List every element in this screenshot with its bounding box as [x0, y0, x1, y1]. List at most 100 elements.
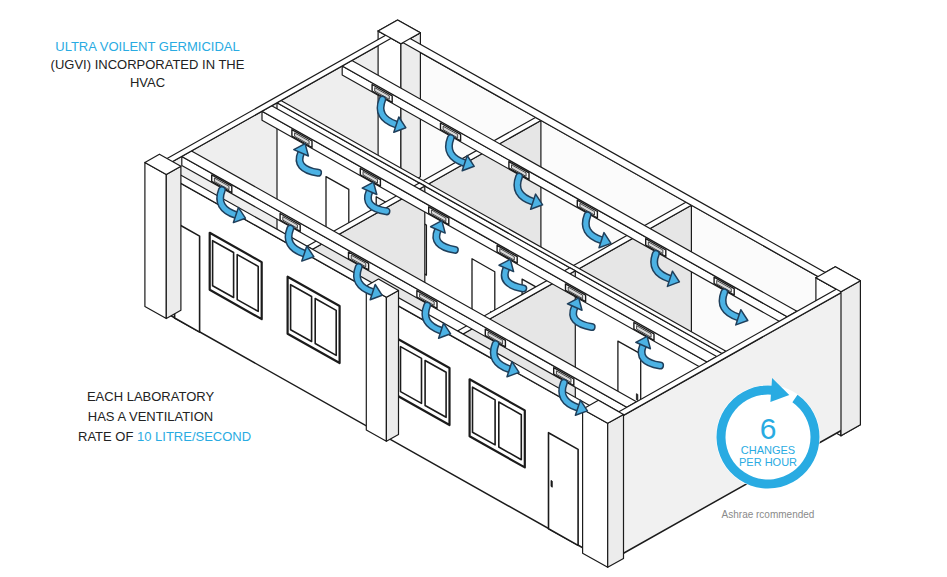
arrow-body — [289, 229, 305, 254]
airflow-arrow — [220, 190, 245, 223]
arrow-head — [575, 400, 587, 415]
airflow-arrow — [431, 221, 455, 250]
airflow-arrow — [494, 344, 519, 377]
corner-column-side — [608, 414, 624, 567]
arrow-head — [736, 310, 748, 325]
arrow-outline — [289, 229, 305, 254]
window-frame — [210, 233, 262, 319]
arrow-head — [567, 298, 582, 310]
arrow-body — [449, 138, 465, 163]
arrow-body — [220, 190, 236, 215]
airflow-arrow — [425, 306, 450, 339]
arrow-body — [517, 177, 533, 202]
vent-slot — [431, 210, 446, 222]
corner-column-face — [583, 409, 608, 567]
window-frame — [398, 339, 450, 425]
arrow-body — [586, 215, 602, 240]
airflow-arrow — [562, 383, 587, 416]
ceiling-beam-top — [182, 151, 637, 407]
arrow-head — [302, 246, 314, 261]
corner-column-top — [816, 267, 861, 292]
air-change-badge: 6CHANGES PER HOUR — [711, 380, 825, 494]
side-wall — [608, 287, 851, 562]
airflow-arrow — [586, 215, 611, 248]
front-wall — [152, 167, 608, 562]
arrow-outline — [517, 177, 533, 202]
airflow-arrow — [636, 336, 660, 365]
corner-column-side — [841, 281, 860, 436]
corner-column-top — [583, 400, 624, 423]
arrow-outline — [723, 292, 739, 317]
air-change-number: 6 — [760, 414, 777, 444]
window-pane — [213, 241, 234, 298]
entrance-door — [549, 433, 579, 546]
arrow-outline — [586, 215, 602, 240]
arrow-head — [362, 182, 377, 194]
corner-column-side — [166, 166, 181, 318]
airflow-arrow — [449, 138, 474, 171]
callout-value: 10 LITRE/SECOND — [137, 427, 251, 447]
arrow-body — [357, 267, 373, 292]
window-pane — [499, 402, 522, 460]
arrow-body — [562, 383, 578, 408]
corner-column-top — [378, 20, 420, 44]
arrow-outline — [654, 254, 670, 279]
window-pane — [473, 387, 496, 445]
airflow-arrow — [654, 254, 679, 287]
arrow-head — [599, 233, 611, 248]
airflow-arrow — [517, 177, 542, 210]
arrow-head — [636, 336, 651, 348]
door-handle — [636, 394, 637, 401]
vent-slot — [637, 326, 652, 338]
arrow-head — [507, 362, 519, 377]
arrow-outline — [381, 100, 397, 125]
window-pane — [425, 361, 446, 418]
window-frame — [470, 379, 525, 467]
ring-arc — [716, 385, 819, 488]
window-frame — [288, 277, 340, 363]
arrow-outline — [357, 267, 373, 292]
badge-text-group: 6CHANGES PER HOUR — [711, 380, 825, 494]
arrow-body — [494, 344, 510, 369]
arrow-head — [370, 285, 382, 300]
arrow-head — [233, 207, 245, 222]
columns — [145, 20, 861, 567]
arrow-head — [294, 144, 309, 156]
corner-column-side — [841, 281, 860, 436]
arrow-head — [462, 156, 474, 171]
vent-slot — [568, 287, 583, 299]
callout-heading: ULTRA VOILENT GERMICIDAL — [40, 38, 255, 56]
window-pane — [315, 299, 336, 356]
airflow-arrow — [289, 229, 314, 262]
airflow-arrow — [362, 182, 386, 211]
airflow-arrows — [220, 100, 748, 416]
window-pane — [291, 285, 312, 342]
ring-arrowhead — [770, 378, 789, 402]
vent-slot — [500, 249, 515, 261]
arrow-body — [654, 254, 670, 279]
airflow-arrow — [381, 100, 406, 133]
ring-ground — [716, 385, 820, 489]
arrow-head — [439, 323, 451, 338]
source-note: Ashrae rcommended — [708, 508, 828, 521]
wall-column-side — [386, 290, 398, 441]
arrow-body — [723, 292, 739, 317]
vent-slot — [363, 171, 378, 183]
arrow-head — [499, 259, 514, 271]
air-change-unit: CHANGES PER HOUR — [734, 444, 802, 469]
callout-text: (UGVI) INCORPORATED IN THE HVAC — [40, 56, 255, 92]
arrow-outline — [494, 344, 510, 369]
arrow-head — [667, 271, 679, 286]
wall-rim — [603, 284, 852, 424]
ceiling-beam-face — [182, 156, 627, 416]
arrow-body — [381, 100, 397, 125]
door-handle — [551, 480, 552, 487]
airflow-arrow — [723, 292, 748, 325]
wall-rim — [388, 30, 851, 291]
arrow-outline — [425, 306, 441, 331]
vent-slot — [295, 133, 310, 145]
arrow-outline — [449, 138, 465, 163]
exterior — [152, 30, 851, 562]
